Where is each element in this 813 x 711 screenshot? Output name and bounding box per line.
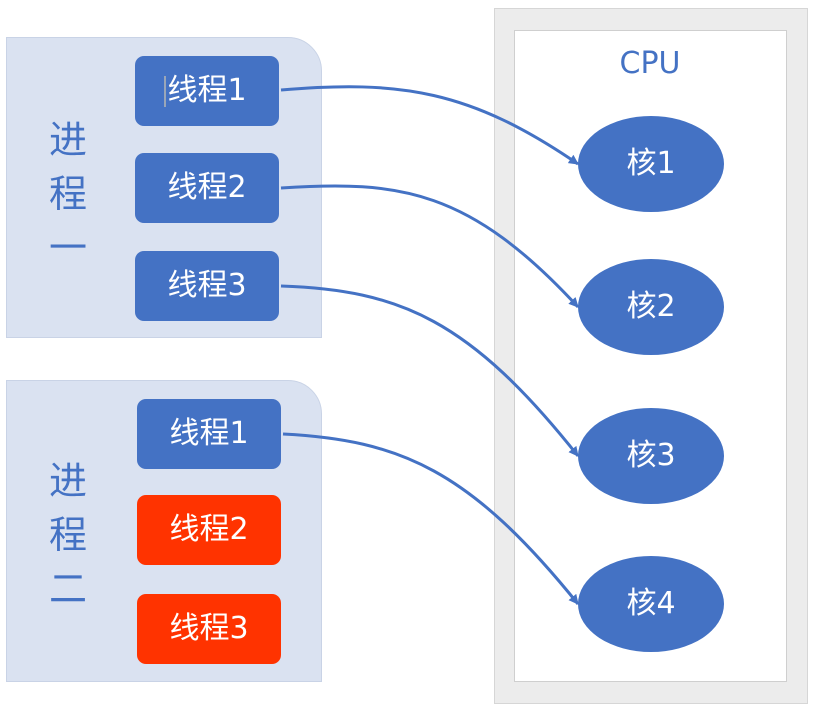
cpu-core-3[interactable]: 核3 [578,408,724,504]
process-two-title: 进 程 二 [48,459,87,611]
cpu-core-4[interactable]: 核4 [578,556,724,652]
process-two-thread-1[interactable]: 线程1 [137,399,281,469]
cpu-core-1[interactable]: 核1 [578,116,724,212]
process-one-title: 进 程 一 [48,118,87,270]
cpu-core-2[interactable]: 核2 [578,259,724,355]
process-two-thread-2[interactable]: 线程2 [137,495,281,565]
text-cursor [164,76,166,107]
cpu-label: CPU [619,46,681,81]
process-one-thread-3[interactable]: 线程3 [135,251,279,321]
process-two-thread-3[interactable]: 线程3 [137,594,281,664]
process-one-thread-1[interactable]: 线程1 [135,56,279,126]
process-one-thread-2[interactable]: 线程2 [135,153,279,223]
